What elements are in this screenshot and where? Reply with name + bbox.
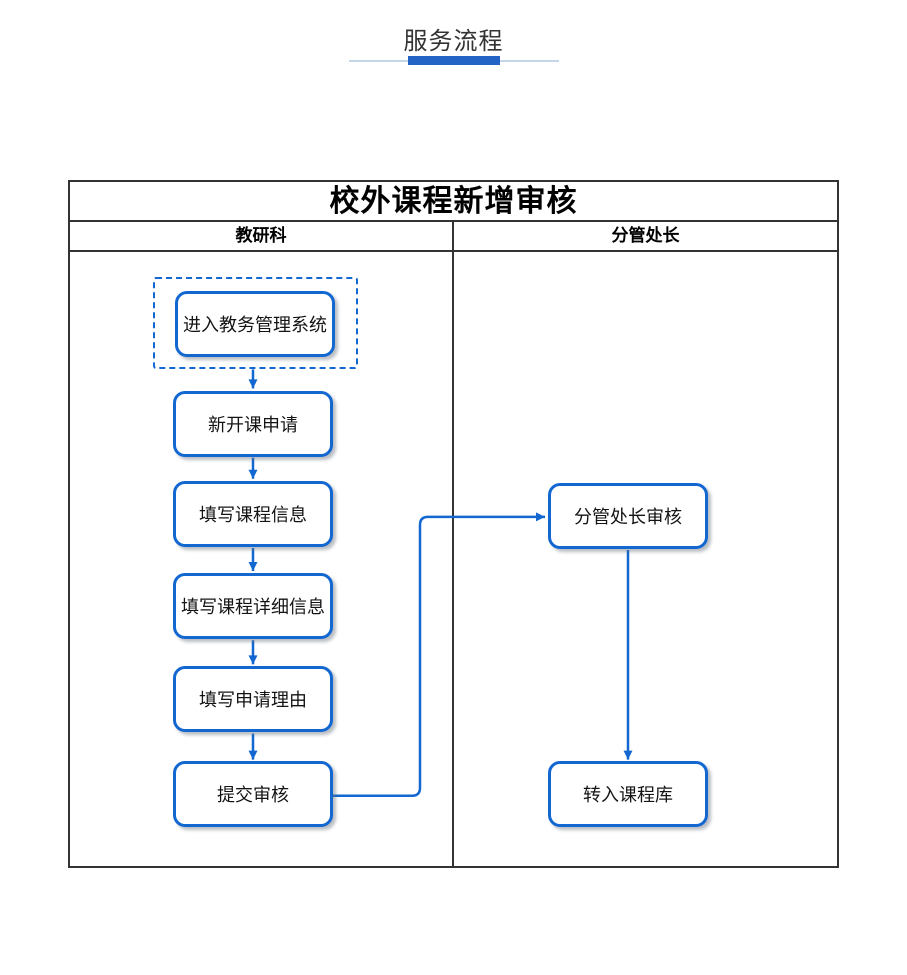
flow-body: 进入教务管理系统 新开课申请 填写课程信息 填写课程详细信息 填写申请理由 提交… bbox=[70, 252, 837, 866]
lane-header-fenguanchuzhang: 分管处长 bbox=[452, 222, 837, 250]
start-node-highlight bbox=[153, 277, 358, 369]
node-fill-application-reason: 填写申请理由 bbox=[173, 666, 333, 732]
flowchart-title: 校外课程新增审核 bbox=[70, 182, 837, 222]
lane-header-row: 教研科 分管处长 bbox=[70, 222, 837, 252]
node-enter-system: 进入教务管理系统 bbox=[175, 291, 335, 357]
page-title: 服务流程 bbox=[403, 27, 504, 55]
node-fill-course-details: 填写课程详细信息 bbox=[173, 573, 333, 639]
flow-connectors bbox=[248, 369, 633, 798]
node-into-course-library: 转入课程库 bbox=[548, 761, 708, 827]
title-underline bbox=[348, 56, 559, 65]
page-header: 服务流程 bbox=[0, 0, 907, 65]
node-fill-course-info: 填写课程信息 bbox=[173, 481, 333, 547]
node-new-course-application: 新开课申请 bbox=[173, 391, 333, 457]
node-submit-review: 提交审核 bbox=[173, 761, 333, 827]
lane-divider bbox=[452, 252, 454, 866]
node-director-review: 分管处长审核 bbox=[548, 483, 708, 549]
lane-header-jiaoyanke: 教研科 bbox=[235, 226, 287, 246]
connector-submit-to-director-review bbox=[333, 512, 545, 798]
underline-accent-bar bbox=[407, 56, 500, 65]
flowchart-table: 校外课程新增审核 教研科 分管处长 进入教务管理系统 新开课申请 填写课程信息 … bbox=[68, 180, 839, 868]
